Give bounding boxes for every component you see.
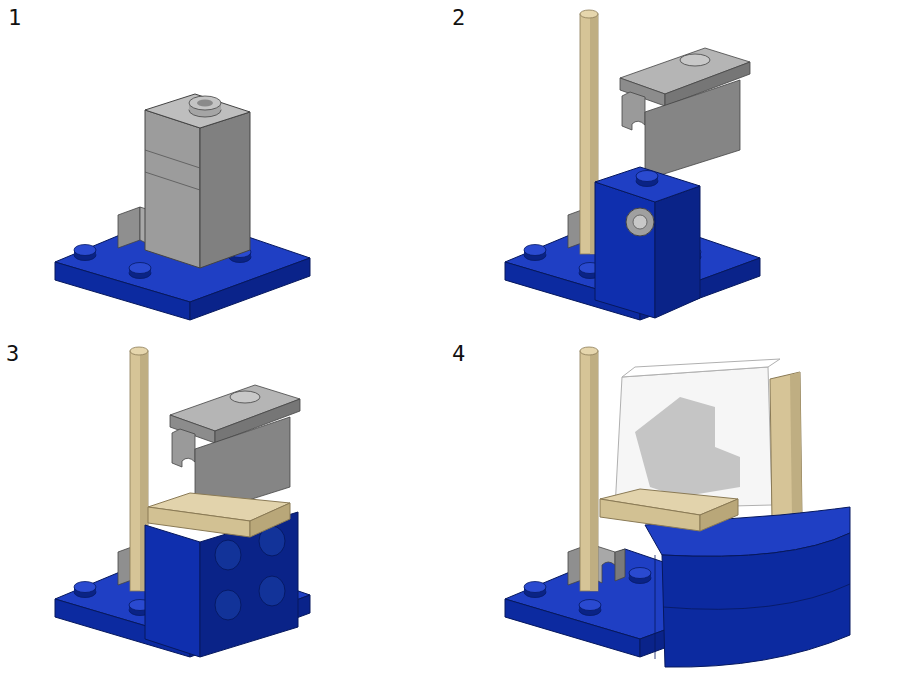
step-number: 2: [450, 6, 467, 30]
step-number: 4: [450, 342, 467, 366]
step-2-figure: [505, 10, 760, 320]
step-number: 3: [4, 342, 21, 366]
step-4-figure: [505, 347, 850, 667]
step-3-figure: [55, 347, 310, 657]
step-1-figure: [55, 94, 310, 320]
step-number: 1: [6, 6, 23, 30]
